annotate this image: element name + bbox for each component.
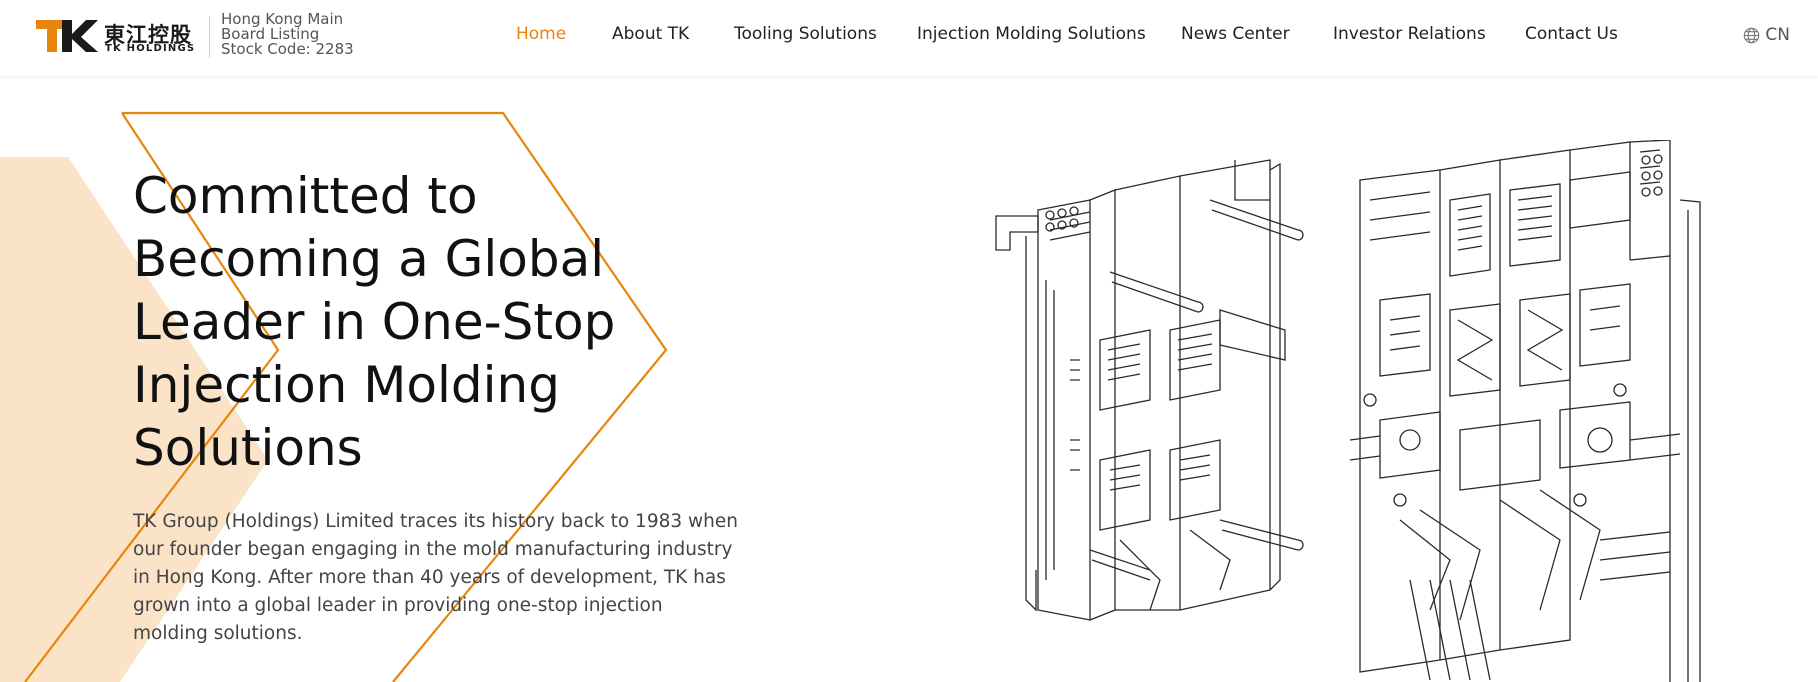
listing-info: Hong Kong Main Board Listing Stock Code:…	[221, 12, 354, 57]
nav-item-news[interactable]: News Center	[1181, 24, 1290, 44]
hero-title-line: Leader in One-Stop	[133, 293, 616, 351]
hero-title-line: Injection Molding	[133, 356, 560, 414]
tk-holdings-logo[interactable]: 東江控股 TK HOLDINGS	[36, 20, 202, 54]
nav-item-tooling[interactable]: Tooling Solutions	[734, 24, 877, 44]
listing-line: Hong Kong Main	[221, 10, 344, 28]
globe-icon	[1744, 27, 1760, 43]
logo-divider	[209, 16, 210, 58]
listing-line: Stock Code: 2283	[221, 40, 354, 58]
nav-item-investor[interactable]: Investor Relations	[1333, 24, 1486, 44]
site-header: 東江控股 TK HOLDINGS Hong Kong Main Board Li…	[0, 0, 1818, 76]
nav-item-contact[interactable]: Contact Us	[1525, 24, 1618, 44]
hero-title-line: Becoming a Global	[133, 230, 605, 288]
nav-item-home[interactable]: Home	[516, 24, 567, 44]
tk-logo-mark-icon	[36, 20, 98, 52]
injection-mold-illustration	[995, 140, 1701, 682]
logo-name-en: TK HOLDINGS	[105, 43, 196, 54]
listing-line: Board Listing	[221, 25, 320, 43]
hero-title: Committed to Becoming a Global Leader in…	[133, 165, 693, 480]
hero-description: TK Group (Holdings) Limited traces its h…	[133, 511, 738, 644]
language-label: CN	[1765, 25, 1790, 45]
language-switch[interactable]: CN	[1743, 25, 1790, 45]
nav-item-about[interactable]: About TK	[612, 24, 690, 44]
logo-name-cn: 東江控股	[104, 23, 192, 47]
hero-title-line: Solutions	[133, 419, 363, 477]
hero-title-line: Committed to	[133, 167, 478, 225]
nav-item-injection-molding[interactable]: Injection Molding Solutions	[917, 24, 1146, 44]
hero-chevron-decoration	[0, 111, 668, 682]
